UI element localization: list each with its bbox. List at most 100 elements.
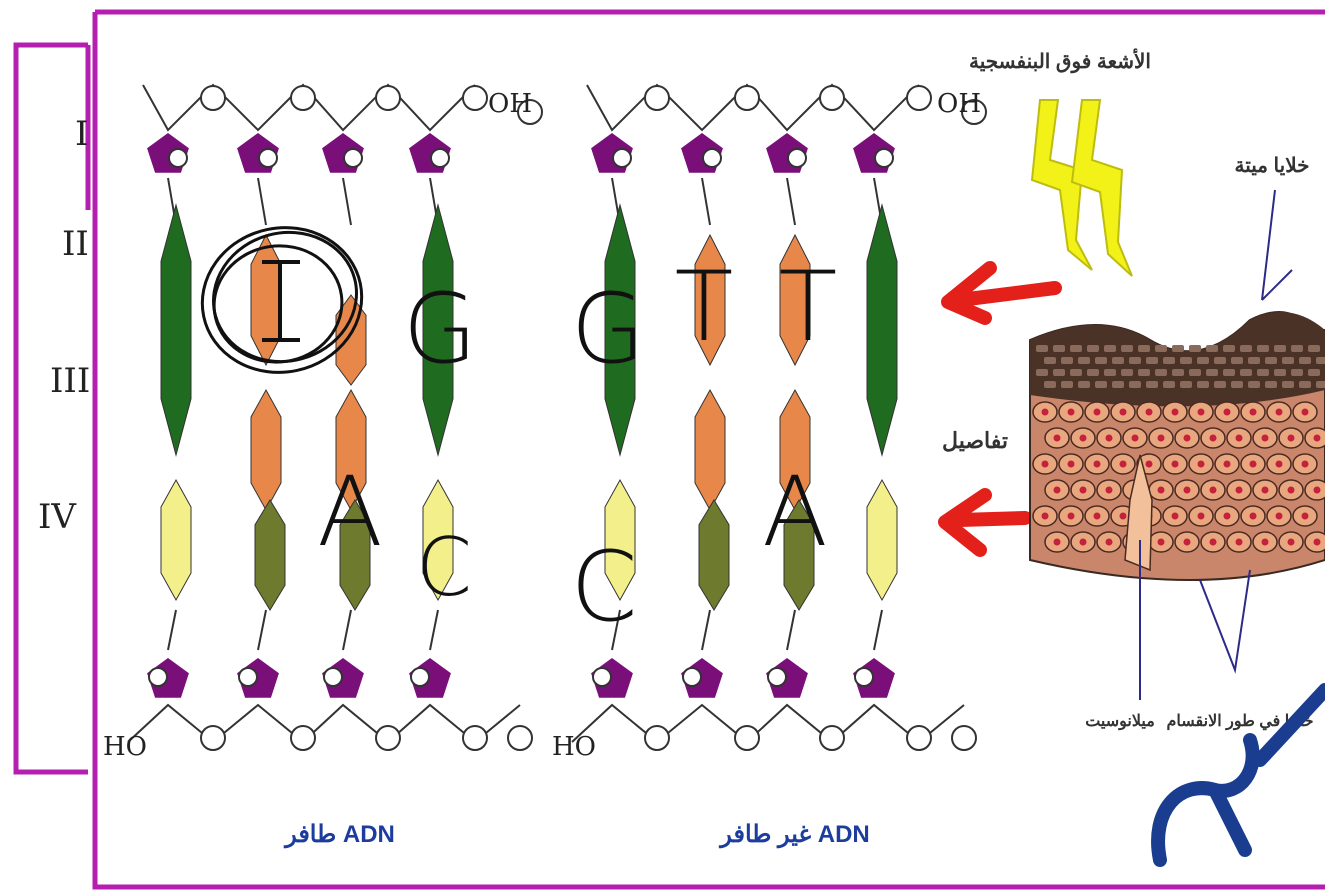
phosphate-circle [201,86,225,110]
dead-cell [1231,357,1243,364]
phosphate-circle [376,726,400,750]
cell-nucleus [1288,487,1295,494]
cell-nucleus [1224,461,1231,468]
phosphate-circle [820,86,844,110]
dead-cell [1316,357,1325,364]
row-label-i: I [75,114,88,154]
dead-cell [1308,369,1320,376]
phosphate-circle [820,726,844,750]
nucleotide-base [161,480,191,600]
cell-nucleus [1068,409,1075,416]
dead-cell [1180,357,1192,364]
pointer-line [1262,190,1292,300]
dead-cell [1257,369,1269,376]
phosphate-circle [169,149,187,167]
cell-nucleus [1106,435,1113,442]
dead-cell [1214,381,1226,388]
cell-nucleus [1106,539,1113,546]
base-link [343,178,351,225]
dead-cell [1189,345,1201,352]
dead-cell [1240,345,1252,352]
cell-nucleus [1120,461,1127,468]
dead-cell [1087,345,1099,352]
dead-cell [1155,345,1167,352]
cell-nucleus [1120,513,1127,520]
dead-cell [1223,345,1235,352]
phosphate-circle [768,668,786,686]
dead-cell [1036,369,1048,376]
skin-tissue-illustration [1030,312,1325,580]
cell-nucleus [1172,461,1179,468]
dead-cell [1299,357,1311,364]
cell-nucleus [1094,513,1101,520]
label-uv-rays: الأشعة فوق البنفسجية [969,48,1151,74]
cell-nucleus [1276,513,1283,520]
dead-cell [1257,345,1269,352]
dead-cell [1112,381,1124,388]
cell-nucleus [1054,435,1061,442]
cell-nucleus [1106,487,1113,494]
nucleotide-base [161,205,191,455]
dead-cell [1138,369,1150,376]
cell-nucleus [1236,487,1243,494]
dead-cell [1146,381,1158,388]
caption-normal-dna: ADN غير طافر [718,821,870,849]
cell-nucleus [1158,539,1165,546]
base-link [787,178,795,225]
dead-cell [1087,369,1099,376]
dead-cell [1061,357,1073,364]
dead-cell [1291,369,1303,376]
handwritten-letter: G [571,273,645,385]
dead-cell [1282,381,1294,388]
dna-mutated-diagram [128,85,542,750]
phosphate-circle [875,149,893,167]
backbone-bottom [128,705,520,742]
cell-nucleus [1094,409,1101,416]
cell-nucleus [1054,539,1061,546]
cell-nucleus [1172,513,1179,520]
dead-cell [1044,357,1056,364]
base-link [258,610,266,650]
bracket-left [16,45,88,772]
dead-cell [1129,357,1141,364]
dead-cell [1104,345,1116,352]
cell-nucleus [1314,435,1321,442]
dead-cell [1104,369,1116,376]
backbone-bottom [572,705,964,742]
cell-nucleus [1250,409,1257,416]
dna-normal-diagram [572,85,986,750]
dead-cell [1248,357,1260,364]
dead-cell [1053,345,1065,352]
cell-nucleus [1158,435,1165,442]
phosphate-circle [324,668,342,686]
dead-cell [1223,369,1235,376]
dead-cell [1112,357,1124,364]
uv-lightning [1032,100,1132,276]
cell-nucleus [1158,487,1165,494]
dead-cell [1291,345,1303,352]
cell-nucleus [1080,435,1087,442]
dead-cell [1274,345,1286,352]
dead-cell [1095,381,1107,388]
cell-nucleus [1042,461,1049,468]
dead-cell [1172,345,1184,352]
phosphate-circle [788,149,806,167]
base-link [874,610,882,650]
dead-cell [1138,345,1150,352]
dead-cell [1308,345,1320,352]
nucleotide-base [867,205,897,455]
phosphate-circle [855,668,873,686]
phosphate-circle [344,149,362,167]
cell-nucleus [1198,461,1205,468]
dead-cell [1095,357,1107,364]
dead-cell [1053,369,1065,376]
strand-end-ho-left: HO [103,732,147,762]
cell-nucleus [1224,409,1231,416]
handwritten-letter: A [317,456,383,568]
nucleotide-base [699,500,729,610]
cell-nucleus [1184,435,1191,442]
base-link [258,178,266,225]
base-link [168,610,176,650]
handwritten-letter: A [762,456,828,568]
phosphate-circle [149,668,167,686]
